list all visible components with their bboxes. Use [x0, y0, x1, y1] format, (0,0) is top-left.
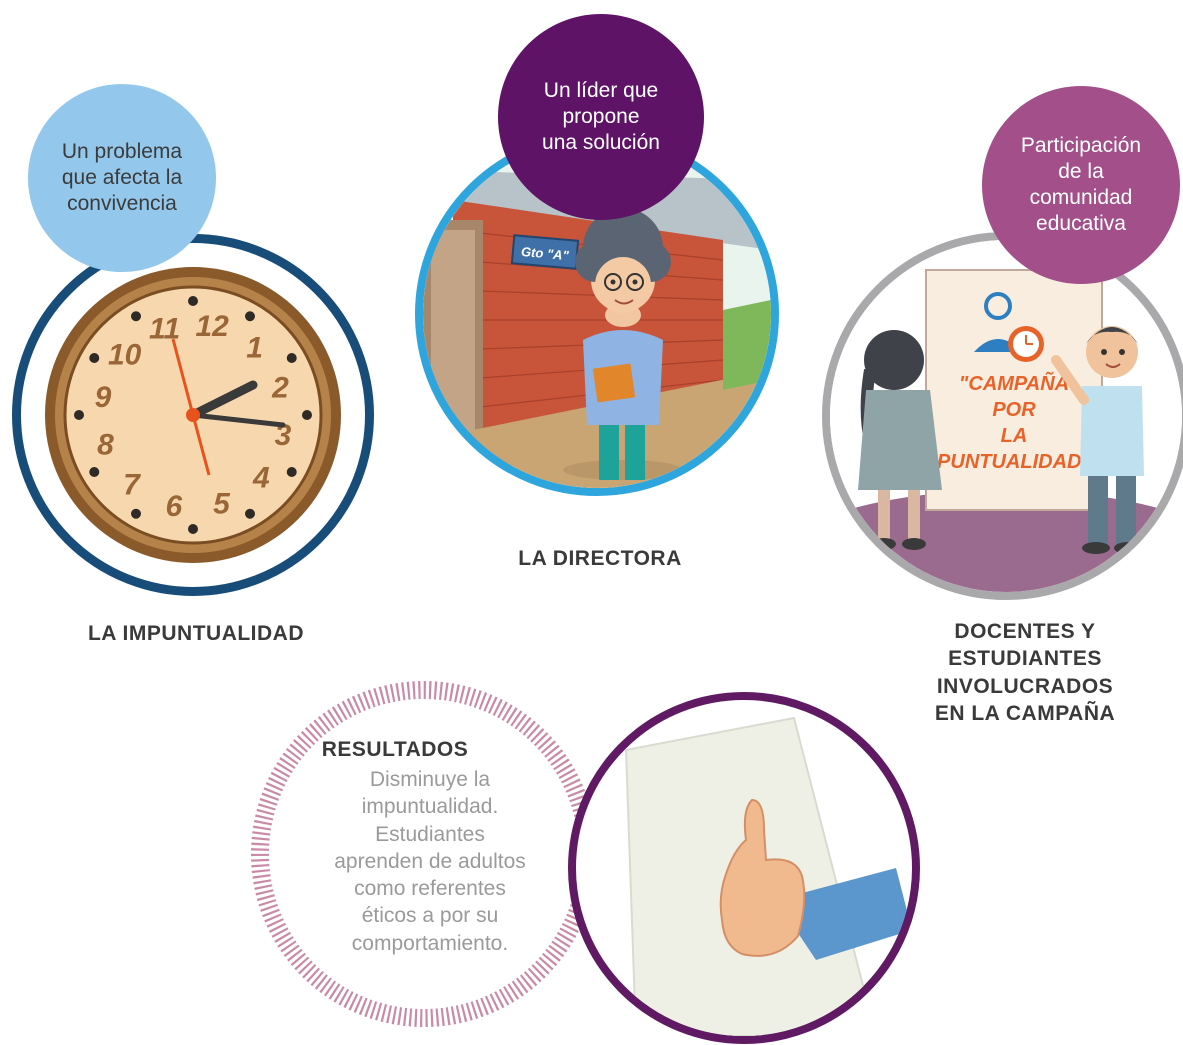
- clock-numeral: 11: [149, 313, 180, 346]
- sleeve: [776, 868, 912, 960]
- clock-dot: [302, 410, 312, 420]
- clock-numeral: 12: [195, 310, 229, 343]
- clock-numeral: 8: [97, 428, 114, 461]
- thumbs-up-illustration: [624, 716, 912, 1036]
- clock-numeral: 10: [108, 338, 142, 371]
- clock-dot: [131, 311, 141, 322]
- clock-second-tail: [171, 338, 195, 416]
- comunidad-bubble: Participación de la comunidad educativa: [982, 86, 1180, 284]
- clock-numeral: 5: [213, 487, 231, 520]
- clock-dot: [188, 524, 198, 534]
- clock-second-hand: [191, 414, 211, 476]
- comunidad-illustration-circle: "CAMPAÑA POR LA PUNTUALIDAD": [822, 232, 1183, 600]
- comunidad-caption: DOCENTES Y ESTUDIANTES INVOLUCRADOS EN L…: [934, 620, 1116, 725]
- poster-line-4: PUNTUALIDAD": [937, 451, 1091, 473]
- poster-line-3: LA: [1001, 425, 1028, 447]
- clock-dot: [89, 467, 100, 477]
- clock-hour-hand: [188, 380, 258, 420]
- impuntualidad-caption: LA IMPUNTUALIDAD: [87, 622, 305, 645]
- clock-hour-dots: [74, 296, 312, 534]
- clock-numeral: 3: [275, 419, 292, 452]
- clock-dot: [286, 467, 297, 477]
- thumb-hand: [719, 798, 806, 957]
- clock-numeral: 9: [95, 381, 112, 414]
- clock-dot: [245, 508, 255, 519]
- directora-caption: LA DIRECTORA: [518, 547, 682, 570]
- resultados-illustration-circle: [568, 692, 920, 1044]
- clock-dot: [131, 508, 141, 519]
- resultados-title: RESULTADOS: [321, 738, 469, 761]
- clock-dot: [74, 410, 84, 420]
- clock-dot: [245, 311, 255, 322]
- clock-numeral: 1: [246, 332, 263, 365]
- clock-minute-hand: [190, 412, 286, 428]
- poster-line-1: "CAMPAÑA: [959, 372, 1069, 395]
- clock-center: [186, 408, 200, 422]
- clock-dot: [286, 353, 297, 363]
- clock-numeral: 6: [166, 490, 183, 523]
- impuntualidad-bubble: Un problema que afecta la convivencia: [28, 84, 216, 272]
- clock-dot: [89, 353, 100, 363]
- resultados-body: Disminuye la impuntualidad. Estudiantes …: [334, 768, 526, 955]
- student-boy: [1051, 326, 1144, 554]
- classroom-sign-text: Gto "A": [520, 244, 570, 263]
- clock-dot: [188, 296, 198, 306]
- student-girl: [858, 330, 942, 550]
- clock-numeral: 2: [271, 372, 289, 405]
- directora-bubble: Un líder que propone una solución: [498, 14, 704, 220]
- clock-numeral: 7: [123, 468, 141, 501]
- clock-numeral: 4: [252, 462, 270, 495]
- campaign-scene-illustration: "CAMPAÑA POR LA PUNTUALIDAD": [830, 240, 1182, 592]
- poster-line-2: POR: [992, 399, 1036, 421]
- directora-character: [563, 208, 683, 480]
